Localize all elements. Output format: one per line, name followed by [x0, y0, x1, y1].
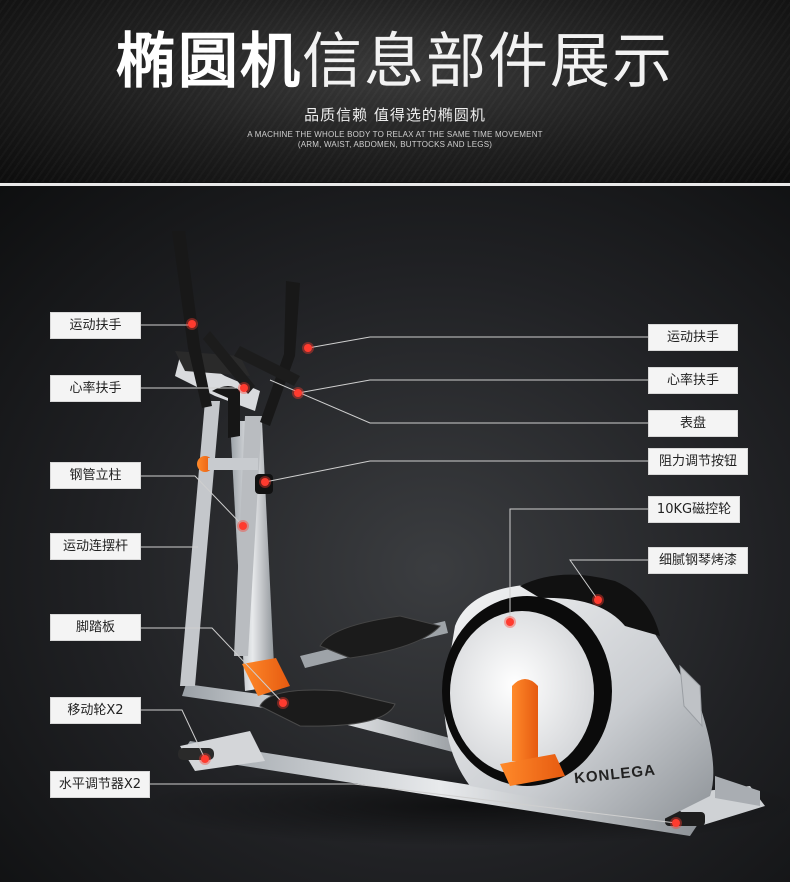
front-wheel-left: [178, 748, 214, 760]
page-title-light: 信息部件展示: [302, 27, 674, 97]
label-right-flywheel: 10KG磁控轮: [648, 496, 740, 523]
header-divider: [0, 183, 790, 186]
label-right-handle: 运动扶手: [648, 324, 738, 351]
label-right-resistance: 阻力调节按钮: [648, 448, 748, 475]
label-left-heart: 心率扶手: [50, 375, 141, 402]
heart-rate-grip-left: [203, 331, 255, 394]
pedal-back: [319, 615, 441, 659]
link-rod-left: [180, 401, 220, 686]
label-right-console: 表盘: [648, 410, 738, 437]
housing-vent: [679, 664, 703, 728]
resistance-knob: [255, 474, 273, 494]
english-tagline-1: A MACHINE THE WHOLE BODY TO RELAX AT THE…: [247, 130, 543, 139]
page-title-bold: 椭圆机: [116, 27, 302, 97]
crank-pedal-link: [500, 754, 565, 786]
label-left-link-rod: 运动连摆杆: [50, 533, 141, 560]
crank-arm: [512, 679, 538, 761]
label-left-column: 钢管立柱: [50, 462, 141, 489]
rear-step: [715, 776, 760, 806]
page-subtitle: 品质信赖 值得选的椭圆机: [304, 106, 486, 124]
grip-loop: [212, 386, 240, 438]
header-banner: 椭圆机信息部件展示 品质信赖 值得选的椭圆机 A MACHINE THE WHO…: [0, 0, 790, 182]
handlebar-right: [260, 281, 300, 426]
label-left-handle: 运动扶手: [50, 312, 141, 339]
handlebar-left: [172, 231, 212, 408]
english-tagline-2: (ARM, WAIST, ABDOMEN, BUTTOCKS AND LEGS): [297, 140, 493, 149]
label-right-heart: 心率扶手: [648, 367, 738, 394]
label-left-pedal: 脚踏板: [50, 614, 141, 641]
link-rod-right: [234, 416, 262, 656]
label-left-leveler: 水平调节器X2: [50, 771, 150, 798]
label-left-wheel: 移动轮X2: [50, 697, 141, 724]
column-crossbar: [208, 458, 258, 470]
label-right-paint: 细腻钢琴烤漆: [648, 547, 748, 574]
product-showcase: KONLEGA: [0, 186, 790, 882]
heart-rate-grip-right: [234, 346, 300, 386]
page-title: 椭圆机信息部件展示: [0, 26, 790, 98]
